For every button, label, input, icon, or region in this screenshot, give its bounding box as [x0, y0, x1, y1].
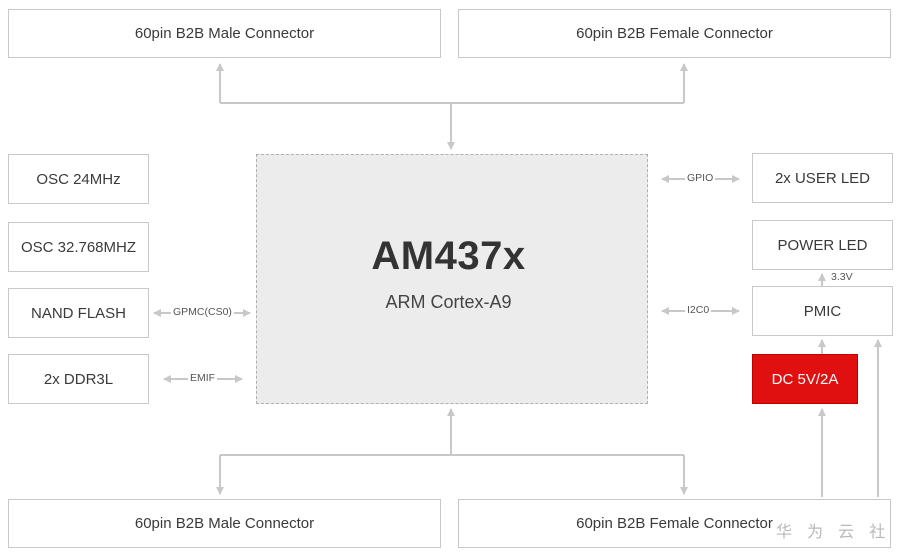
osc-24mhz-label: OSC 24MHz: [36, 170, 121, 188]
bottom-female-connector-label: 60pin B2B Female Connector: [576, 515, 773, 532]
dc-input-box: DC 5V/2A: [752, 354, 858, 404]
osc-24mhz-box: OSC 24MHz: [8, 154, 149, 204]
osc-32khz-box: OSC 32.768MHZ: [8, 222, 149, 272]
top-male-connector: 60pin B2B Male Connector: [8, 9, 441, 58]
i2c0-bus-label: I2C0: [685, 304, 712, 316]
nand-flash-label: NAND FLASH: [30, 304, 127, 322]
processor-block: [256, 154, 648, 404]
watermark: 华 为 云 社 区: [776, 522, 897, 541]
ddr3l-label: 2x DDR3L: [43, 370, 114, 388]
processor-core: ARM Cortex-A9: [385, 292, 512, 312]
power-led-label: POWER LED: [777, 236, 868, 254]
osc-32khz-label: OSC 32.768MHZ: [20, 238, 137, 256]
user-led-box: 2x USER LED: [752, 153, 893, 203]
dc-input-label: DC 5V/2A: [771, 370, 839, 388]
gpio-bus-label: GPIO: [685, 172, 716, 184]
top-female-connector: 60pin B2B Female Connector: [458, 9, 891, 58]
bottom-male-connector-label: 60pin B2B Male Connector: [134, 515, 315, 532]
top-female-connector-label: 60pin B2B Female Connector: [576, 25, 773, 42]
power-led-box: POWER LED: [752, 220, 893, 270]
emif-bus-label: EMIF: [188, 372, 218, 384]
ddr3l-box: 2x DDR3L: [8, 354, 149, 404]
bottom-female-connector: 60pin B2B Female Connector: [458, 499, 891, 548]
user-led-label: 2x USER LED: [774, 169, 871, 187]
voltage-label: 3.3V: [829, 271, 855, 283]
nand-flash-box: NAND FLASH: [8, 288, 149, 338]
processor-name: AM437x: [371, 234, 526, 278]
gpmc-bus-label: GPMC(CS0): [171, 306, 234, 318]
top-male-connector-label: 60pin B2B Male Connector: [134, 25, 315, 42]
pmic-label: PMIC: [803, 302, 842, 320]
pmic-box: PMIC: [752, 286, 893, 336]
bottom-male-connector: 60pin B2B Male Connector: [8, 499, 441, 548]
